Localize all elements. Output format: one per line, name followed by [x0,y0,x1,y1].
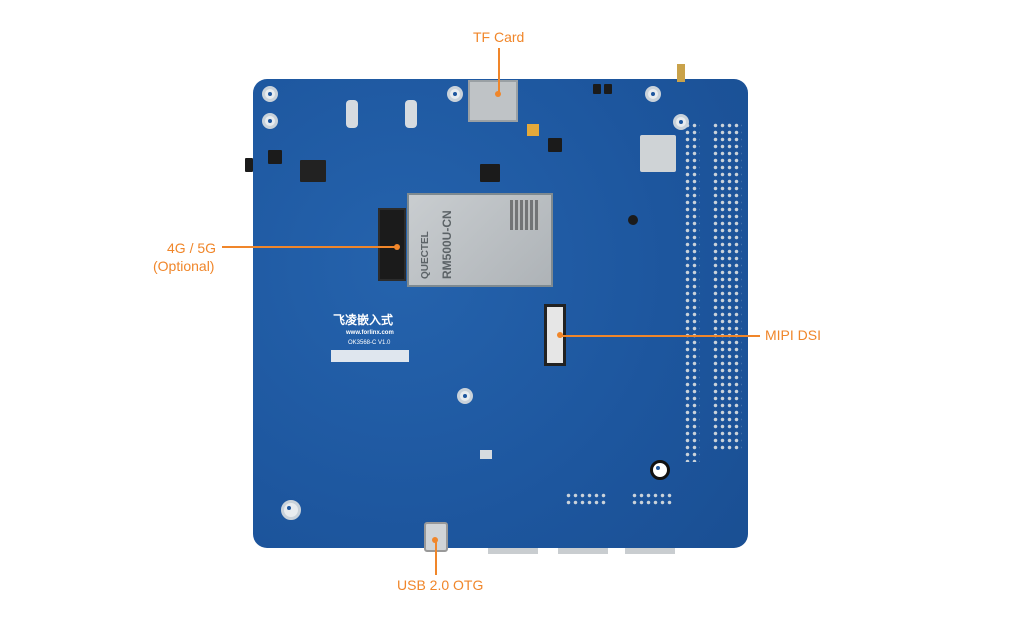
callout-dot [432,537,438,543]
mounting-hole [262,113,278,129]
callout-mipi-dsi: MIPI DSI [765,327,822,343]
port [488,548,538,554]
callout-line [560,335,760,337]
pin-header [565,492,607,506]
antenna-connector [677,64,685,82]
callout-line [498,48,500,94]
forlinx-logo: 飞凌嵌入式 [333,313,394,327]
mounting-hole [457,388,473,404]
capacitor [405,100,417,128]
module-brand: QUECTEL [420,231,431,279]
mounting-hole [281,500,301,520]
pin-header [712,122,742,452]
m2-connector [378,208,406,281]
port [625,548,675,554]
chip [268,150,282,164]
mounting-hole [262,86,278,102]
callout-cellular: 4G / 5G [167,240,217,256]
callout-dot [495,91,501,97]
qr-code [510,200,540,230]
callout-dot [557,332,563,338]
pin-header [684,122,700,462]
via-hole [628,215,638,225]
module-model: RM500U-CN [440,210,454,279]
serial-sticker [331,350,409,362]
fuse [604,84,612,94]
crystal [527,124,539,136]
callout-tf-card: TF Card [473,29,525,45]
callout-dot [394,244,400,250]
callout-usb-otg: USB 2.0 OTG [397,577,484,593]
tf-card-slot [468,80,518,122]
switch [245,158,253,172]
port [558,548,608,554]
pin-header [631,492,673,506]
website-text: www.forlinx.com [346,330,394,336]
board-model: OK3568-C V1.0 [348,340,391,346]
chip [548,138,562,152]
chip [480,164,500,182]
mounting-hole [650,460,670,480]
callout-cellular-optional: (Optional) [153,258,215,274]
capacitor [346,100,358,128]
led [480,450,492,459]
inductor [300,160,326,182]
mounting-hole [645,86,661,102]
callout-line [222,246,398,248]
wifi-module [640,135,676,172]
fuse [593,84,601,94]
callout-line [435,540,437,575]
mounting-hole [447,86,463,102]
